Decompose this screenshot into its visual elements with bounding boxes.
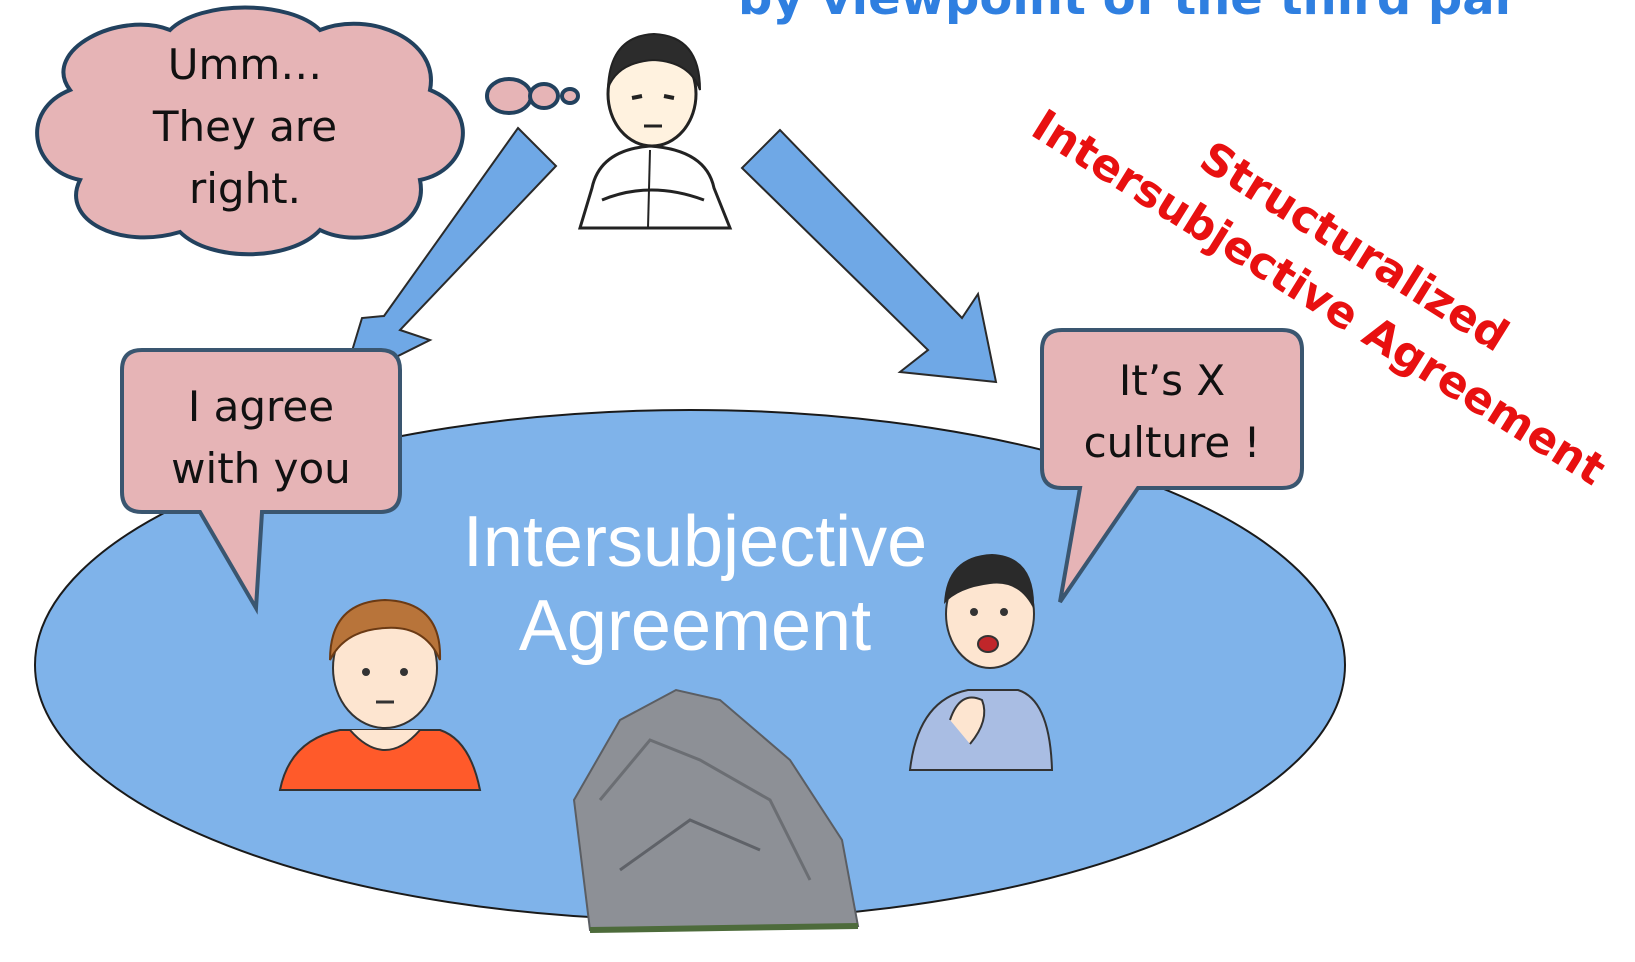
left-speech-line-2: with you: [171, 444, 351, 493]
ellipse-label-line-1: Intersubjective: [462, 502, 928, 582]
observer-person: [577, 32, 733, 230]
page-title: by viewpoint of the third par: [738, 0, 1518, 26]
thought-bubble-text: Umm… They are right.: [120, 34, 370, 220]
thought-bubble: [35, 5, 580, 257]
right-speech-line-2: culture !: [1083, 418, 1261, 467]
thought-line-3: right.: [188, 164, 302, 213]
right-speech-bubble: [1040, 328, 1304, 604]
right-speech-line-1: It’s X: [1118, 356, 1226, 405]
thought-line-2: They are: [152, 102, 338, 151]
left-speech-line-1: I agree: [187, 382, 335, 431]
thought-line-1: Umm…: [167, 40, 323, 89]
ellipse-label-line-2: Agreement: [518, 586, 872, 666]
arrow-to-right-person: [740, 128, 998, 384]
left-speech-bubble: [120, 348, 402, 615]
ellipse-label: Intersubjective Agreement: [400, 500, 990, 668]
left-speech-text: I agree with you: [130, 376, 392, 500]
right-speech-text: It’s X culture !: [1050, 350, 1294, 474]
rock-image: [572, 688, 860, 933]
right-person: [908, 554, 1054, 771]
left-person: [278, 598, 482, 791]
